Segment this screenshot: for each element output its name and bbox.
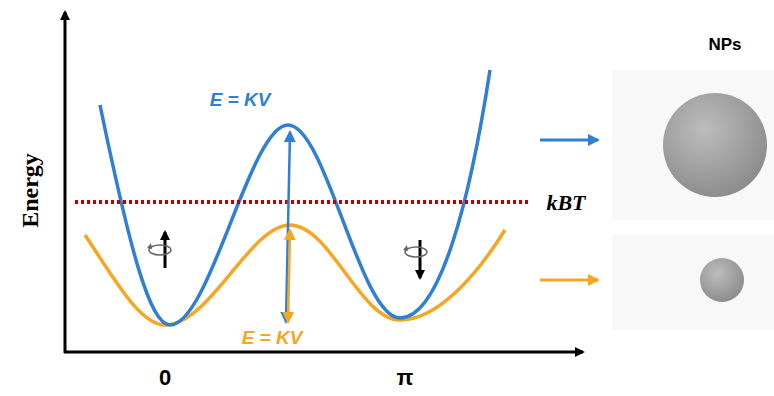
x-axis [64, 351, 583, 354]
barrier-label: E = KV [240, 327, 305, 349]
barrier-arrow [288, 230, 290, 322]
y-axis [64, 12, 67, 353]
thermal-energy-label: kBT [546, 190, 585, 216]
large-np-curve [100, 70, 490, 325]
panel-heading: NPs [708, 35, 741, 55]
axis-tick: π [397, 365, 414, 391]
axis-tick: 0 [159, 365, 171, 391]
barrier-label: E = KV [208, 89, 273, 111]
axis-title: Energy [17, 153, 44, 228]
pointer-arrow [540, 279, 598, 282]
thermal-line [75, 200, 530, 204]
spin-up-symbol [147, 232, 171, 268]
spin-down-symbol [403, 240, 427, 278]
small-nanoparticle [700, 258, 744, 302]
panel [612, 235, 774, 330]
barrier-arrow [286, 132, 290, 322]
panel [612, 70, 774, 220]
large-nanoparticle [663, 93, 767, 197]
pointer-arrow [540, 139, 598, 142]
